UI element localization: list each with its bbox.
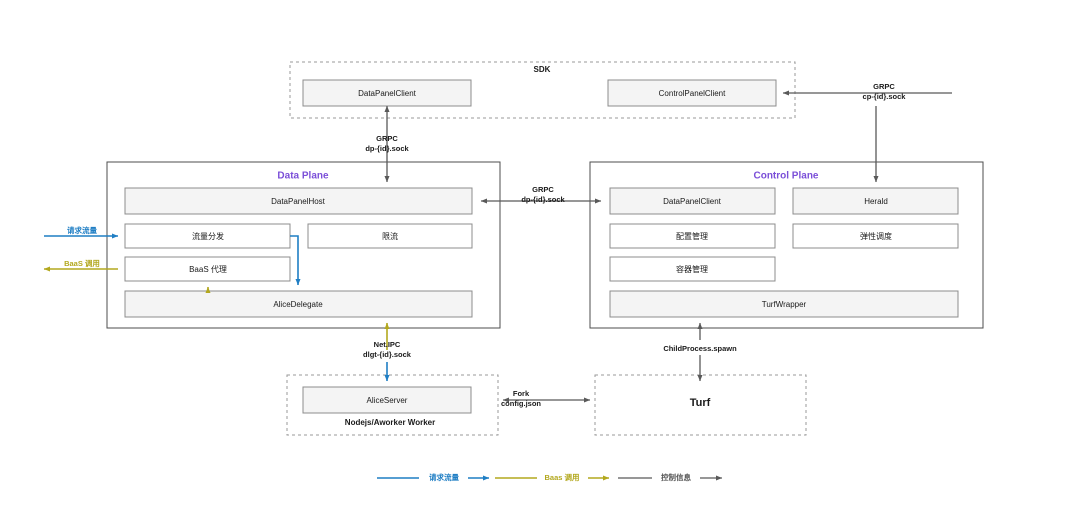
control-plane-title: Control Plane (753, 171, 818, 182)
control-plane-container: Control Plane DataPanelClient Herald 配置管… (589, 161, 984, 329)
edge-sdk-datapanelclient-to-datapanelhost: GRPC dp-{id}.sock (365, 105, 409, 183)
worker-box-aliceserver-label: AliceServer (367, 396, 408, 405)
cp-box-herald-rect[interactable] (792, 187, 959, 215)
worker-box-aliceserver[interactable]: AliceServer (302, 386, 472, 414)
dp-box-datapanelhost[interactable]: DataPanelHost (124, 187, 473, 215)
edge-ipc-label-1: Net.IPC (374, 340, 401, 349)
dp-box-baas-proxy[interactable]: BaaS 代理 (124, 256, 291, 282)
edge-dataplane-to-controlplane-grpc: GRPC dp-{id}.sock (480, 185, 602, 204)
dp-box-traffic-dispatch[interactable]: 流量分发 (124, 223, 291, 249)
edge-sdk-cp-grpc-label-1: GRPC (873, 82, 895, 91)
cp-box-turfwrapper[interactable]: TurfWrapper (609, 290, 959, 318)
edge-sdk-dp-grpc-label-2: dp-{id}.sock (365, 144, 409, 153)
edge-egress-baas-call: BaaS 调用 (43, 259, 118, 272)
edge-traffic-dispatch-to-alicedelegate (290, 235, 301, 286)
cp-box-elastic-scheduling-label: 弹性调度 (860, 231, 892, 241)
dp-box-rate-limit-label: 限流 (382, 231, 398, 241)
cp-box-datapanelclient-rect[interactable] (609, 187, 776, 215)
cp-box-datapanelclient[interactable]: DataPanelClient (609, 187, 776, 215)
worker-container-border (286, 374, 499, 436)
edge-fork-label-2: config.json (501, 399, 541, 408)
data-plane-title: Data Plane (277, 171, 329, 182)
worker-container: AliceServer Nodejs/Aworker Worker (286, 374, 499, 436)
legend-item-request-flow: 请求流量 (377, 472, 490, 482)
cp-box-datapanelclient-label: DataPanelClient (663, 197, 722, 206)
edge-sdk-cp-grpc-label-2: cp-{id}.sock (863, 92, 907, 101)
dp-box-alicedelegate-label: AliceDelegate (273, 300, 323, 309)
cp-box-turfwrapper-label: TurfWrapper (762, 300, 807, 309)
cp-box-config-management-label: 配置管理 (676, 231, 708, 241)
legend-item-control-info: 控制信息 (618, 472, 723, 482)
worker-box-aliceserver-rect[interactable] (302, 386, 472, 414)
edge-traffic-to-delegate-line (290, 235, 301, 286)
sdk-box-datapanelclient-label: DataPanelClient (358, 89, 417, 98)
data-plane-container: Data Plane DataPanelHost 流量分发 限流 BaaS 代理… (106, 161, 501, 329)
edge-alicedelegate-to-aliceserver: Net.IPC dlgt-{id}.sock (363, 340, 412, 382)
sdk-box-datapanelclient[interactable]: DataPanelClient (302, 79, 472, 107)
turf-container-border (594, 374, 807, 436)
edge-dp-cp-grpc-label-2: dp-{id}.sock (521, 195, 565, 204)
dp-box-traffic-dispatch-label: 流量分发 (192, 231, 224, 241)
dp-box-baas-proxy-label: BaaS 代理 (189, 264, 227, 274)
edge-sdk-dp-grpc-label-1: GRPC (376, 134, 398, 143)
legend-label-baas-call: Baas 调用 (544, 473, 579, 482)
edge-ingress-label: 请求流量 (67, 225, 97, 235)
cp-box-container-management-rect[interactable] (609, 256, 776, 282)
dp-box-traffic-dispatch-rect[interactable] (124, 223, 291, 249)
edge-fork-label-1: Fork (513, 389, 530, 398)
turf-container: Turf (594, 374, 807, 436)
cp-box-config-management-rect[interactable] (609, 223, 776, 249)
cp-box-elastic-scheduling-rect[interactable] (792, 223, 959, 249)
cp-box-herald[interactable]: Herald (792, 187, 959, 215)
sdk-box-datapanelclient-rect[interactable] (302, 79, 472, 107)
turf-title: Turf (690, 397, 711, 409)
sdk-box-controlpanelclient-label: ControlPanelClient (659, 89, 726, 98)
edge-ingress-request-flow: 请求流量 (44, 225, 119, 239)
dp-box-datapanelhost-rect[interactable] (124, 187, 473, 215)
dp-box-alicedelegate-rect[interactable] (124, 290, 473, 318)
dp-box-rate-limit-rect[interactable] (307, 223, 473, 249)
sdk-box-controlpanelclient-rect[interactable] (607, 79, 777, 107)
edge-dp-cp-grpc-label-1: GRPC (532, 185, 554, 194)
cp-box-config-management[interactable]: 配置管理 (609, 223, 776, 249)
worker-title: Nodejs/Aworker Worker (345, 418, 435, 427)
sdk-box-controlpanelclient[interactable]: ControlPanelClient (607, 79, 777, 107)
legend-label-control-info: 控制信息 (661, 472, 691, 482)
data-plane-border (106, 161, 501, 329)
dp-box-rate-limit[interactable]: 限流 (307, 223, 473, 249)
legend-item-baas-call: Baas 调用 (495, 473, 610, 482)
cp-box-elastic-scheduling[interactable]: 弹性调度 (792, 223, 959, 249)
sdk-title: SDK (534, 65, 551, 74)
legend: 请求流量 Baas 调用 控制信息 (377, 472, 723, 482)
sdk-container-border (289, 61, 796, 119)
dp-box-alicedelegate[interactable]: AliceDelegate (124, 290, 473, 318)
edge-egress-label: BaaS 调用 (64, 259, 100, 268)
edge-spawn-label: ChildProcess.spawn (663, 344, 737, 353)
edge-ipc-label-2: dlgt-{id}.sock (363, 350, 412, 359)
legend-label-request-flow: 请求流量 (429, 472, 459, 482)
cp-box-container-management-label: 容器管理 (676, 264, 708, 274)
control-plane-border (589, 161, 984, 329)
dp-box-datapanelhost-label: DataPanelHost (271, 197, 326, 206)
edge-sdk-controlpanelclient-grpc: GRPC cp-{id}.sock (782, 82, 952, 101)
cp-box-herald-label: Herald (864, 197, 888, 206)
cp-box-turfwrapper-rect[interactable] (609, 290, 959, 318)
edge-aliceserver-turf-fork: Fork config.json (501, 389, 591, 408)
edge-turfwrapper-childprocess-spawn: ChildProcess.spawn (663, 322, 737, 382)
cp-box-container-management[interactable]: 容器管理 (609, 256, 776, 282)
sdk-container: SDK DataPanelClient ControlPanelClient (289, 61, 796, 119)
dp-box-baas-proxy-rect[interactable] (124, 256, 291, 282)
